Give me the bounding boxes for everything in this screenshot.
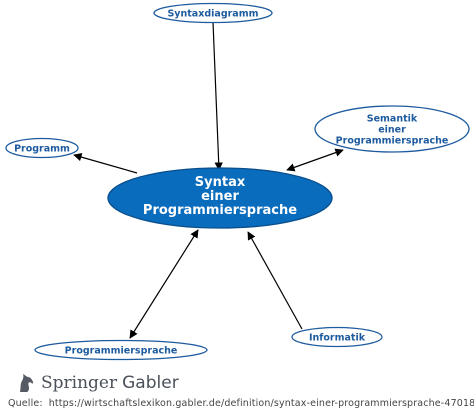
node-programm: Programm	[5, 137, 79, 159]
node-semantik-line2: einer	[378, 125, 406, 136]
source-label: Quelle:	[8, 398, 43, 409]
edge-syntaxdiagramm-center	[212, 21, 223, 171]
source-line: Quelle: https://wirtschaftslexikon.gabler…	[8, 398, 474, 409]
brand-gabler: Gabler	[122, 373, 179, 393]
node-informatik: Informatik	[291, 326, 383, 348]
brand-springer: Springer	[41, 373, 118, 393]
source-url[interactable]: https://wirtschaftslexikon.gabler.de/def…	[48, 398, 474, 409]
node-programmiersprache: Programmiersprache	[34, 339, 208, 361]
edge-informatik-center	[247, 231, 303, 330]
node-center-line1: Syntax	[195, 175, 246, 190]
edge-center-semantik	[286, 148, 344, 172]
node-programm-label: Programm	[14, 144, 70, 155]
node-semantik-line3: Programmiersprache	[336, 136, 449, 147]
edge-center-programm	[73, 153, 138, 174]
node-informatik-label: Informatik	[309, 333, 366, 344]
node-center: Syntax einer Programmiersprache	[107, 167, 333, 229]
node-center-line3: Programmiersprache	[143, 203, 297, 218]
springer-gabler-logo: Springer Gabler	[16, 372, 179, 394]
edge-center-programmiersprache	[129, 229, 199, 339]
node-semantik-line1: Semantik	[367, 114, 418, 125]
node-syntaxdiagramm: Syntaxdiagramm	[153, 2, 273, 24]
node-center-line2: einer	[201, 189, 239, 204]
node-syntaxdiagramm-label: Syntaxdiagramm	[167, 9, 258, 20]
springer-horse-icon	[20, 374, 34, 392]
node-semantik: Semantik einer Programmiersprache	[314, 105, 470, 153]
node-programmiersprache-label: Programmiersprache	[65, 346, 178, 357]
